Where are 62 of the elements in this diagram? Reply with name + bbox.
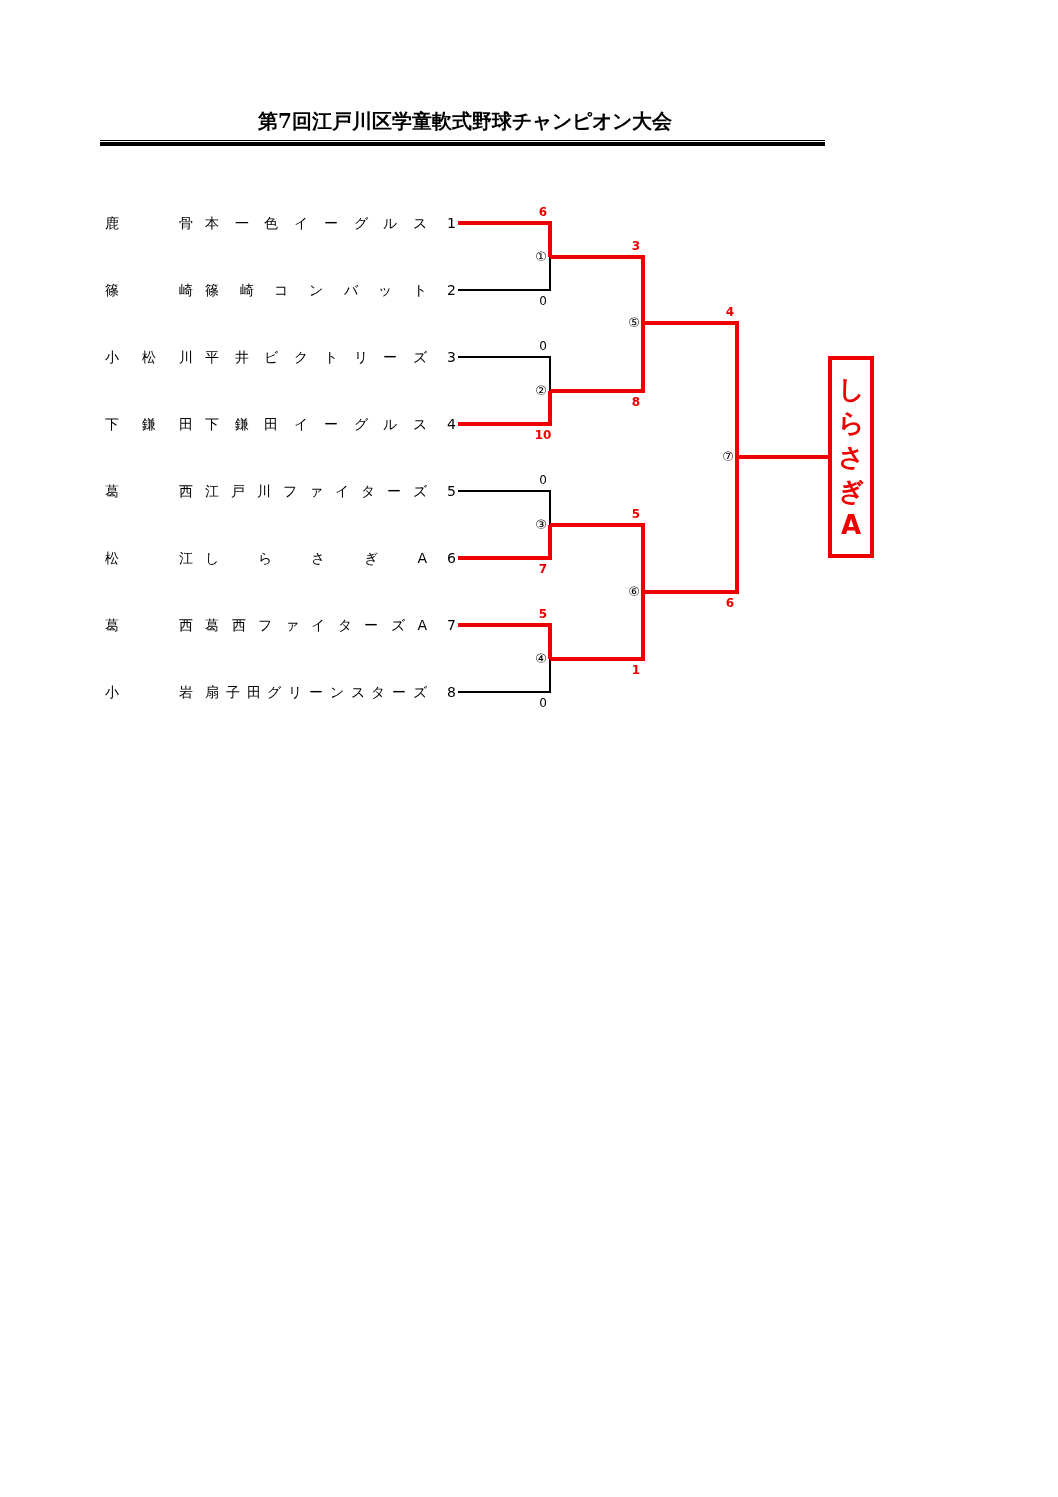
score-label: 10 <box>533 428 553 442</box>
score-label: 3 <box>630 239 642 253</box>
seed-number: 1 <box>447 214 456 233</box>
score-label: 0 <box>538 473 548 487</box>
seed-number: 7 <box>447 616 456 635</box>
bracket-line <box>550 323 645 393</box>
title: 第7回江戸川区学童軟式野球チャンピオン大会 <box>257 108 673 134</box>
bracket-line <box>550 523 645 592</box>
bracket-line <box>458 221 552 257</box>
bracket-line <box>737 455 828 459</box>
team-name: 篠崎コンバット <box>205 281 427 300</box>
area-name: 下鎌田 <box>105 415 193 434</box>
bracket-line <box>458 525 552 560</box>
seed-number: 4 <box>447 415 456 434</box>
seed-number: 3 <box>447 348 456 367</box>
score-label: 0 <box>538 339 548 353</box>
team-name: 扇子田グリーンスターズ <box>205 683 427 702</box>
seed-number: 6 <box>447 549 456 568</box>
match-number: ④ <box>533 651 549 667</box>
winner-box: しらさぎA <box>828 356 874 558</box>
team-name: 江戸川ファイターズ <box>205 482 427 501</box>
team-name: 平井ビクトリーズ <box>205 348 427 367</box>
area-name: 鹿骨 <box>105 214 193 233</box>
seed-number: 2 <box>447 281 456 300</box>
match-number: ⑤ <box>626 315 642 331</box>
bracket-line <box>457 256 551 291</box>
bracket-line <box>550 592 645 661</box>
match-number: ⑦ <box>720 449 736 465</box>
area-name: 葛西 <box>105 482 193 501</box>
score-label: 6 <box>537 205 549 219</box>
score-label: 8 <box>630 395 642 409</box>
score-label: 1 <box>630 663 642 677</box>
match-number: ③ <box>533 517 549 533</box>
bracket-line <box>457 658 551 693</box>
bracket-line <box>457 490 551 526</box>
area-name: 松江 <box>105 549 193 568</box>
bracket-line <box>643 321 739 457</box>
team-name: 下鎌田イーグルス <box>205 415 427 434</box>
score-label: 5 <box>537 607 549 621</box>
bracket-line <box>458 391 552 426</box>
team-name: 葛西ファイターズA <box>205 616 427 635</box>
area-name: 小松川 <box>105 348 193 367</box>
bracket-line <box>457 356 551 392</box>
seed-number: 8 <box>447 683 456 702</box>
bracket-line <box>458 623 552 659</box>
team-name: 本一色イーグルス <box>205 214 427 233</box>
bracket-line <box>643 457 739 594</box>
match-number: ① <box>533 249 549 265</box>
score-label: 0 <box>538 696 548 710</box>
seed-number: 5 <box>447 482 456 501</box>
match-number: ② <box>533 383 549 399</box>
bracket-line <box>550 255 645 323</box>
score-label: 0 <box>538 294 548 308</box>
match-number: ⑥ <box>626 584 642 600</box>
score-label: 7 <box>537 562 549 576</box>
score-label: 4 <box>724 305 736 319</box>
score-label: 5 <box>630 507 642 521</box>
score-label: 6 <box>724 596 736 610</box>
area-name: 葛西 <box>105 616 193 635</box>
team-name: しらさぎA <box>205 549 427 568</box>
area-name: 篠崎 <box>105 281 193 300</box>
area-name: 小岩 <box>105 683 193 702</box>
